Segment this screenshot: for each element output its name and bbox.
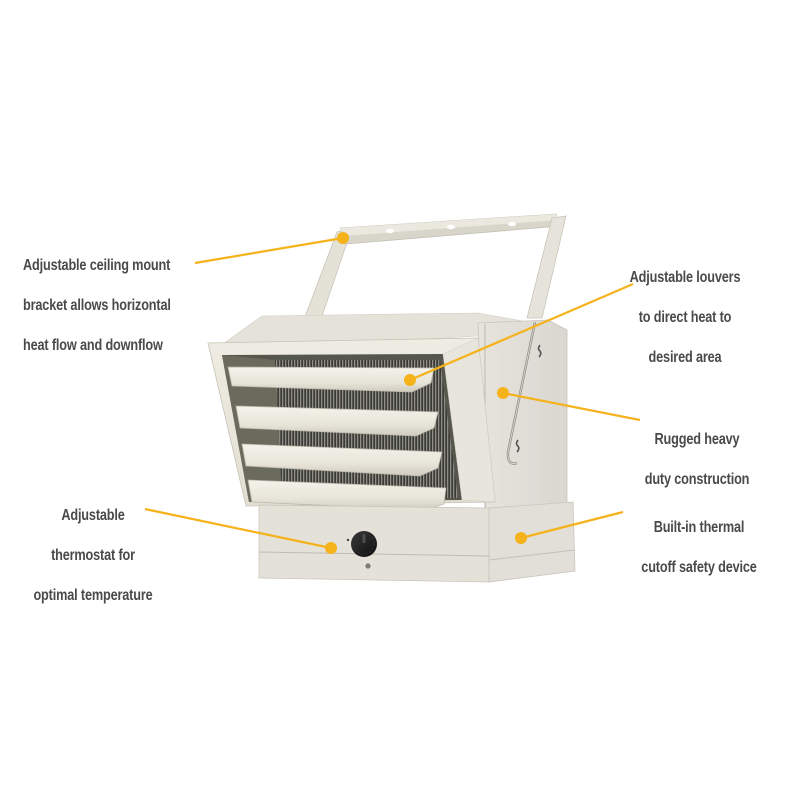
mounting-bracket xyxy=(302,213,567,323)
leader-louvers xyxy=(404,282,634,386)
leader-thermal-cutoff xyxy=(515,510,624,544)
thermostat-knob-icon xyxy=(351,531,377,557)
callout-dot-icon xyxy=(515,532,527,544)
leader-construction xyxy=(497,387,641,422)
callout-leaders xyxy=(144,232,641,554)
cabinet-side-panel xyxy=(477,319,568,519)
leader-bracket xyxy=(194,232,349,265)
leader-thermostat xyxy=(144,507,337,554)
callout-dot-icon xyxy=(497,387,509,399)
callout-dot-icon xyxy=(337,232,349,244)
callout-louvers: Adjustable louvers to direct heat to des… xyxy=(629,269,741,366)
callout-construction: Rugged heavy duty construction xyxy=(644,431,750,488)
callout-bracket: Adjustable ceiling mount bracket allows … xyxy=(23,257,171,354)
callout-dot-icon xyxy=(404,374,416,386)
callout-thermal-cutoff: Built-in thermal cutoff safety device xyxy=(641,519,757,576)
louvers xyxy=(227,366,447,511)
callout-dot-icon xyxy=(325,542,337,554)
callout-thermostat: Adjustable thermostat for optimal temper… xyxy=(33,507,153,604)
